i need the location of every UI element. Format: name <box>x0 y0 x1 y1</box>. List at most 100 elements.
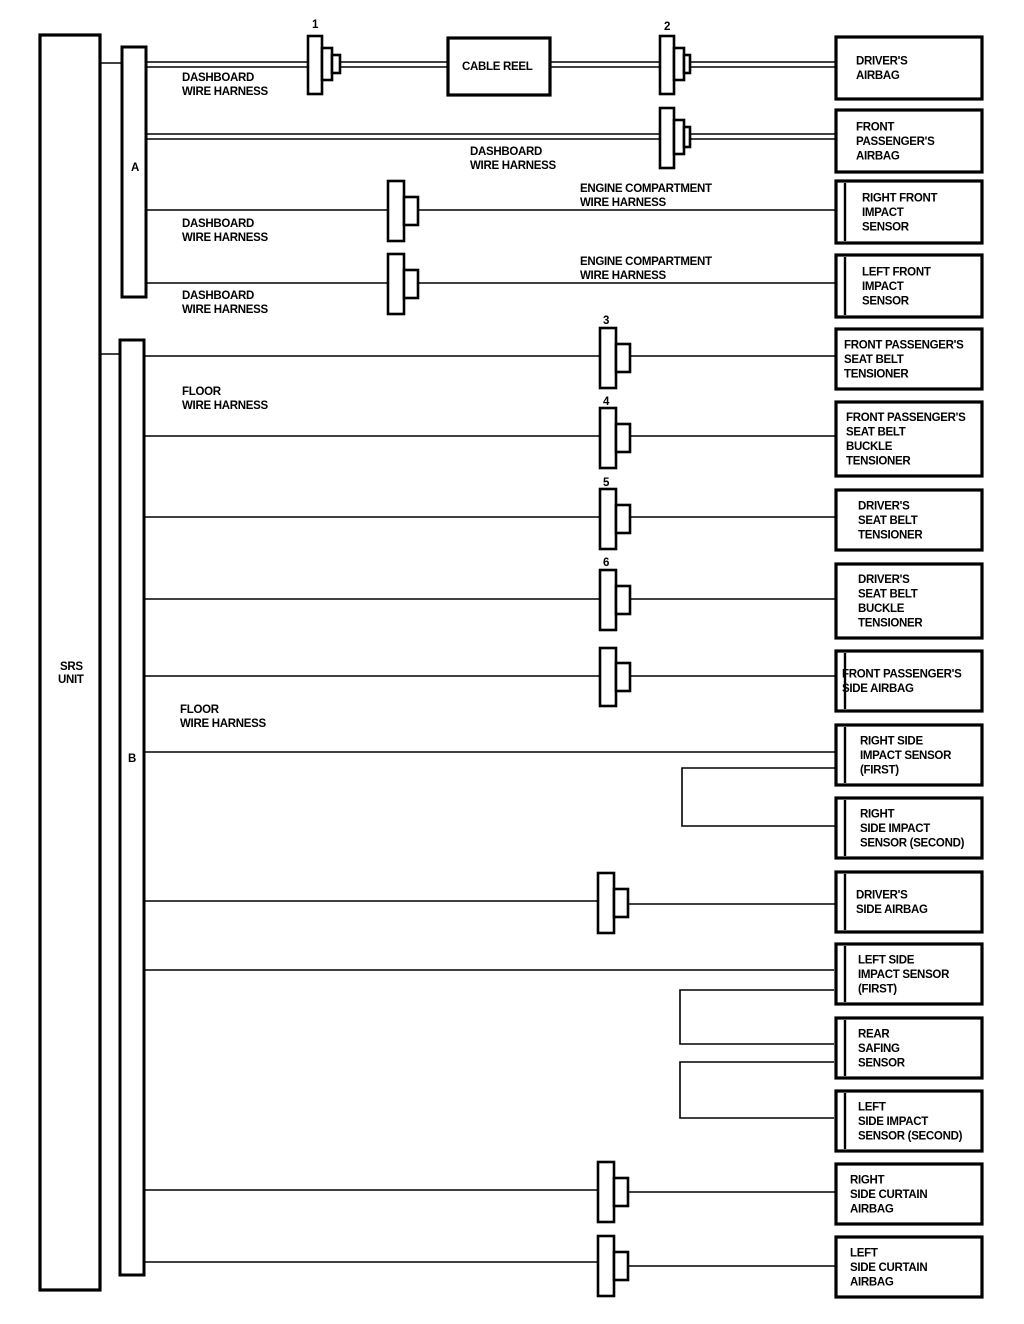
component-front-passenger-airbag: FRONT PASSENGER'S AIRBAG <box>834 108 984 174</box>
component-box <box>834 562 984 640</box>
component-box <box>834 1016 984 1080</box>
bus-b-bar <box>118 338 146 1277</box>
component-label-line: TENSIONER <box>846 456 911 468</box>
component-label-line: SEAT BELT <box>858 515 918 527</box>
component-box <box>834 942 984 1006</box>
wire-link-rear-safing-to-left-side-second <box>679 1061 834 1119</box>
component-label-line: REAR <box>858 1028 890 1040</box>
component-right-front-impact-sensor: RIGHT FRONT IMPACT SENSOR <box>834 179 984 245</box>
component-label-line: SIDE IMPACT <box>860 823 930 835</box>
connector-right-front-impact-sensor <box>386 179 420 243</box>
component-label-line: IMPACT SENSOR <box>860 750 952 762</box>
connector-left-side-curtain-airbag <box>596 1234 630 1298</box>
cable-reel-label: CABLE REEL <box>462 61 533 73</box>
component-label-line: LEFT <box>850 1247 878 1259</box>
component-box <box>834 179 984 245</box>
component-label-line: SENSOR <box>858 1057 906 1069</box>
component-label-line: FRONT PASSENGER'S <box>844 339 964 351</box>
connector-3 <box>598 326 632 390</box>
component-label-line: PASSENGER'S <box>856 136 935 148</box>
connector-2 <box>658 34 692 96</box>
component-label-line: DRIVER'S <box>858 574 910 586</box>
component-label-line: DRIVER'S <box>856 890 908 902</box>
component-label-line: SIDE IMPACT <box>858 1116 928 1128</box>
component-label-line: (FIRST) <box>858 983 897 995</box>
component-label-line: SIDE AIRBAG <box>856 904 928 916</box>
component-box <box>834 253 984 319</box>
driver-airbag-circuit <box>146 61 838 68</box>
component-label-line: TENSIONER <box>858 529 923 541</box>
bus-b-label: B <box>128 753 136 765</box>
connector-left-front-impact-sensor <box>386 252 420 316</box>
wire-link-right-side-impact-sensors <box>681 767 836 827</box>
component-label-line: SENSOR (SECOND) <box>860 837 965 849</box>
component-driver-side-airbag: DRIVER'S SIDE AIRBAG <box>834 870 984 934</box>
harness-label-dashboard-1-line2: WIRE HARNESS <box>182 86 268 98</box>
component-label-line: FRONT PASSENGER'S <box>846 412 966 424</box>
connector-front-passenger-side-airbag <box>598 646 632 708</box>
srs-unit-box <box>38 33 102 1292</box>
component-label-line: FRONT <box>856 121 894 133</box>
component-box <box>834 649 984 713</box>
wire-link-left-side-first-to-rear-safing <box>679 989 834 1045</box>
component-label-line: RIGHT SIDE <box>860 735 923 747</box>
component-label-line: BUCKLE <box>858 603 905 615</box>
harness-label-dashboard-3-line2: WIRE HARNESS <box>182 232 268 244</box>
component-label-line: AIRBAG <box>850 1276 894 1288</box>
harness-label-floor-2-line2: WIRE HARNESS <box>180 718 266 730</box>
component-label-line: AIRBAG <box>856 70 900 82</box>
component-label-line: RIGHT FRONT <box>862 192 938 204</box>
component-box <box>834 1162 984 1226</box>
component-label-line: IMPACT <box>862 207 904 219</box>
component-left-side-curtain-airbag: LEFT SIDE CURTAIN AIRBAG <box>834 1235 984 1299</box>
harness-label-floor-1-line1: FLOOR <box>182 386 222 398</box>
harness-label-engine-2-line1: ENGINE COMPARTMENT <box>580 256 712 268</box>
harness-label-dashboard-4-line1: DASHBOARD <box>182 290 254 302</box>
component-box <box>834 108 984 174</box>
component-label-line: SENSOR (SECOND) <box>858 1130 963 1142</box>
component-label-line: TENSIONER <box>858 618 923 630</box>
component-label-line: DRIVER'S <box>858 500 910 512</box>
connector-5 <box>598 487 632 551</box>
component-right-side-curtain-airbag: RIGHT SIDE CURTAIN AIRBAG <box>834 1162 984 1226</box>
component-box <box>834 1089 984 1153</box>
connector-6 <box>598 568 632 632</box>
component-label-line: TENSIONER <box>844 368 909 380</box>
harness-label-engine-1-line1: ENGINE COMPARTMENT <box>580 183 712 195</box>
bus-a-label: A <box>131 162 139 174</box>
component-label-line: SIDE CURTAIN <box>850 1262 927 1274</box>
component-box <box>834 796 984 860</box>
component-label-line: SEAT BELT <box>846 427 906 439</box>
component-label-line: SENSOR <box>862 295 910 307</box>
component-label-line: RIGHT <box>850 1174 885 1186</box>
component-label-line: IMPACT <box>862 281 904 293</box>
connector-right-side-curtain-airbag <box>596 1160 630 1224</box>
cable-reel-box <box>446 36 552 97</box>
component-box <box>834 723 984 787</box>
connector-number-5: 5 <box>603 477 610 489</box>
component-box <box>834 1235 984 1299</box>
bus-a-bar <box>120 45 148 299</box>
component-label-line: (FIRST) <box>860 764 899 776</box>
component-label-line: FRONT PASSENGER'S <box>842 669 962 681</box>
srs-unit-label-line2: UNIT <box>58 674 84 686</box>
harness-label-engine-2-line2: WIRE HARNESS <box>580 270 666 282</box>
harness-label-dashboard-1-line1: DASHBOARD <box>182 72 254 84</box>
component-label-line: RIGHT <box>860 808 895 820</box>
component-front-passenger-side-airbag: FRONT PASSENGER'S SIDE AIRBAG <box>834 649 984 713</box>
component-label-line: SIDE AIRBAG <box>842 683 914 695</box>
connector-number-3: 3 <box>603 315 609 327</box>
component-label-line: AIRBAG <box>850 1203 894 1215</box>
component-label-line: SIDE CURTAIN <box>850 1189 927 1201</box>
component-right-side-impact-sensor-second: RIGHT SIDE IMPACT SENSOR (SECOND) <box>834 796 984 860</box>
component-label-line: SENSOR <box>862 221 910 233</box>
component-label-line: AIRBAG <box>856 150 900 162</box>
connector-4 <box>598 406 632 470</box>
front-passenger-airbag-circuit <box>146 133 838 140</box>
